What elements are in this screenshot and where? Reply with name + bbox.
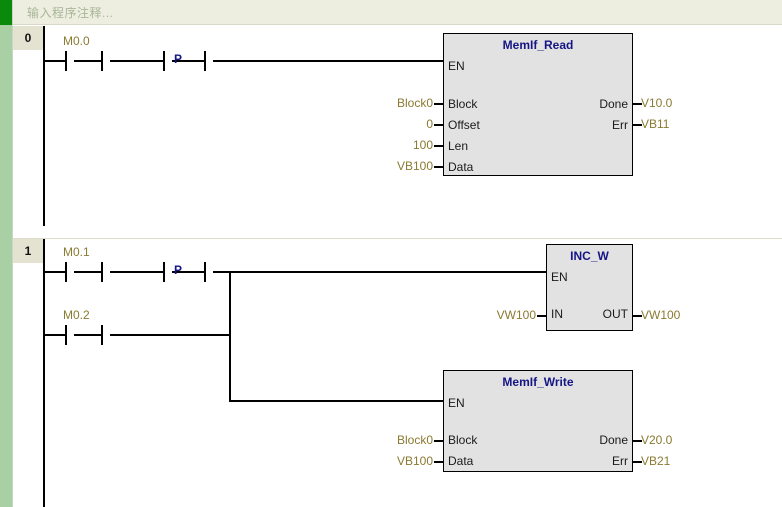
positive-edge-label[interactable]: P — [174, 263, 183, 277]
function-block-title: MemIf_Write — [502, 375, 574, 389]
wire-segment — [43, 271, 65, 273]
pin-stub — [434, 461, 444, 463]
contact-operand-label[interactable]: M0.1 — [63, 245, 90, 259]
pin-en: EN — [448, 396, 465, 410]
positive-edge-label[interactable]: P — [174, 52, 183, 66]
pin-en: EN — [551, 270, 568, 284]
wire-segment — [43, 334, 65, 336]
pin-stub — [434, 145, 444, 147]
network-number-1[interactable]: 1 — [13, 239, 43, 263]
wire-segment — [172, 271, 204, 273]
power-rail-network-1 — [43, 239, 45, 507]
network-number-0[interactable]: 0 — [13, 26, 43, 50]
wire-segment — [213, 271, 546, 273]
operand-inc-out[interactable]: VW100 — [641, 308, 681, 322]
pin-stub — [632, 461, 642, 463]
operand-write-data[interactable]: VB100 — [396, 454, 433, 468]
contact-bar-right[interactable] — [101, 325, 103, 345]
contact-bar-right[interactable] — [101, 51, 103, 71]
contact-bar-left[interactable] — [163, 51, 165, 71]
wire-segment — [110, 271, 163, 273]
pin-in-len: Len — [448, 139, 469, 153]
operand-write-done[interactable]: V20.0 — [641, 433, 673, 447]
pin-out-done: Done — [599, 433, 628, 447]
function-block-title: INC_W — [570, 249, 609, 263]
network-status-strip-active — [0, 0, 12, 25]
pin-out-err: Err — [612, 454, 628, 468]
wire-segment — [110, 60, 163, 62]
pin-stub — [632, 440, 642, 442]
contact-bar-left[interactable] — [163, 262, 165, 282]
contact-bar-left[interactable] — [65, 325, 67, 345]
operand-done[interactable]: V10.0 — [641, 96, 673, 110]
program-comment-placeholder: 输入程序注释... — [27, 6, 114, 20]
operand-write-err[interactable]: VB21 — [641, 454, 671, 468]
contact-operand-label[interactable]: M0.2 — [63, 308, 90, 322]
contact-bar-right[interactable] — [204, 262, 206, 282]
pin-stub — [632, 103, 642, 105]
wire-segment — [43, 60, 65, 62]
power-rail-network-0 — [43, 26, 45, 226]
pin-stub — [434, 103, 444, 105]
wire-segment — [172, 60, 204, 62]
pin-out-done: Done — [599, 97, 628, 111]
gutter-divider — [12, 0, 13, 507]
pin-in-data: Data — [448, 160, 474, 174]
pin-in-block: Block — [448, 97, 478, 111]
wire-segment — [74, 271, 101, 273]
wire-segment — [74, 60, 101, 62]
pin-out-out: OUT — [602, 307, 628, 321]
pin-stub — [537, 315, 547, 317]
contact-bar-left[interactable] — [65, 262, 67, 282]
contact-bar-right[interactable] — [101, 262, 103, 282]
operand-len[interactable]: 100 — [412, 138, 433, 152]
network-status-strip — [0, 0, 12, 507]
contact-operand-label[interactable]: M0.0 — [63, 34, 90, 48]
operand-offset[interactable]: 0 — [426, 117, 433, 131]
pin-stub — [632, 315, 642, 317]
pin-in-data: Data — [448, 454, 474, 468]
program-comment-bar[interactable]: 输入程序注释... — [13, 0, 782, 25]
operand-err[interactable]: VB11 — [641, 117, 670, 131]
wire-segment — [229, 400, 444, 402]
operand-write-block[interactable]: Block0 — [396, 433, 433, 447]
pin-stub — [434, 124, 444, 126]
wire-segment — [110, 334, 231, 336]
function-block-memif-read[interactable]: MemIf_Read EN Block Offset Len Data Done… — [443, 33, 633, 176]
pin-out-err: Err — [612, 118, 628, 132]
contact-bar-left[interactable] — [65, 51, 67, 71]
pin-en: EN — [448, 59, 465, 73]
function-block-title: MemIf_Read — [502, 38, 574, 52]
function-block-memif-write[interactable]: MemIf_Write EN Block Data Done Err — [443, 370, 633, 472]
pin-in-block: Block — [448, 433, 478, 447]
pin-stub — [434, 166, 444, 168]
pin-in-in: IN — [551, 307, 563, 321]
pin-in-offset: Offset — [448, 118, 480, 132]
wire-segment — [74, 334, 101, 336]
pin-stub — [434, 440, 444, 442]
contact-bar-right[interactable] — [204, 51, 206, 71]
pin-stub — [632, 124, 642, 126]
function-block-inc-w[interactable]: INC_W EN IN OUT — [546, 244, 633, 331]
operand-block0[interactable]: Block0 — [396, 96, 433, 110]
wire-segment — [213, 60, 444, 62]
operand-data[interactable]: VB100 — [396, 159, 433, 173]
operand-inc-in[interactable]: VW100 — [496, 308, 536, 322]
branch-vertical-wire — [229, 271, 231, 402]
network-separator — [13, 238, 782, 239]
